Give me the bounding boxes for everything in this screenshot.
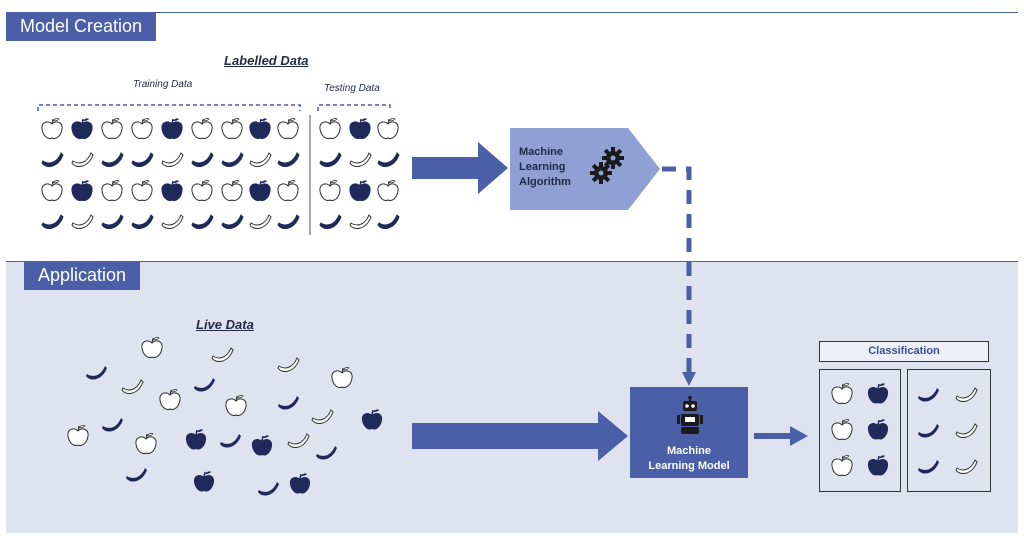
labelled-data-title: Labelled Data [224, 53, 309, 68]
live-data-fruits [67, 336, 383, 496]
live-data-title: Live Data [196, 317, 254, 332]
algorithm-label-line3: Algorithm [519, 176, 571, 188]
section-tab-model-creation: Model Creation [6, 12, 157, 41]
gears-icon [590, 147, 624, 184]
algorithm-label-line2: Learning [519, 161, 566, 173]
dashed-connector [662, 166, 696, 386]
algorithm-shape [510, 128, 660, 210]
section-divider-top [6, 12, 1018, 13]
classification-panel-apples [819, 369, 901, 492]
robot-icon [677, 396, 703, 434]
testing-data-label: Testing Data [324, 83, 380, 94]
classification-title: Classification [819, 341, 989, 362]
labelled-data-grid [37, 104, 400, 235]
arrow-to-algorithm [412, 142, 508, 194]
model-label-line2: Learning Model [648, 460, 730, 472]
model-label-line1: Machine [666, 445, 711, 457]
section-tab-application: Application [24, 261, 141, 290]
model-label: Machine Learning Model [630, 444, 748, 474]
arrow-to-model [412, 411, 628, 461]
arrow-to-classification [754, 426, 808, 446]
classification-panel-bananas [907, 369, 991, 492]
section-divider-application [6, 261, 1018, 262]
training-data-label: Training Data [133, 79, 193, 90]
classified-apples [831, 382, 889, 477]
classified-bananas [918, 387, 978, 475]
algorithm-label-line1: Machine [519, 146, 564, 158]
algorithm-label: Machine Learning Algorithm [519, 145, 571, 190]
